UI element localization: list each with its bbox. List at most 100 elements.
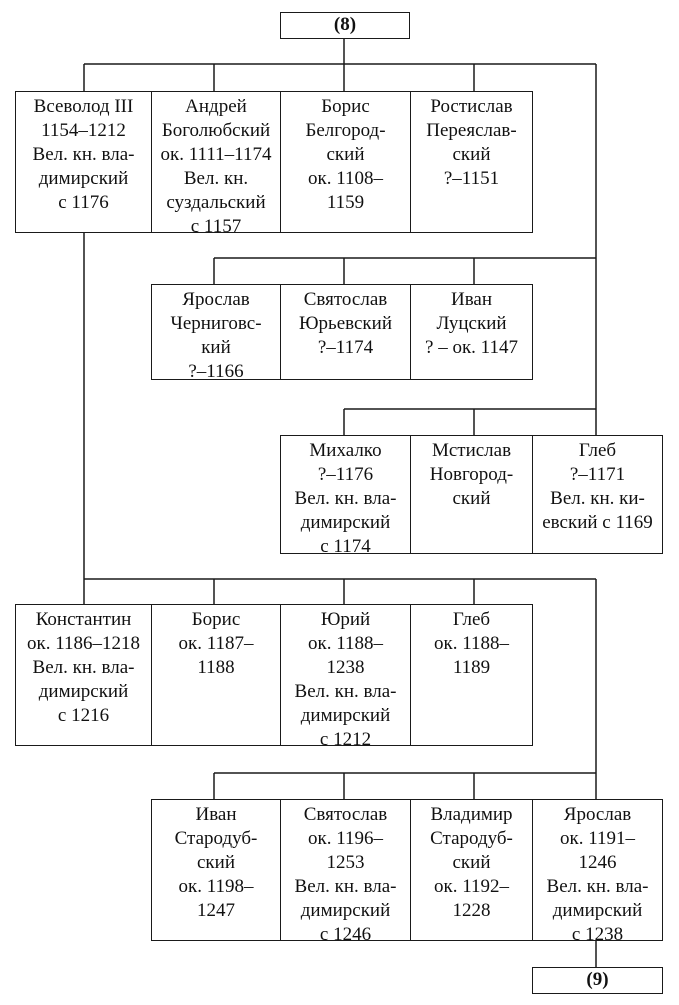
title-cont: димирский [300, 512, 391, 533]
title-cont: димирский [38, 681, 129, 702]
person-vladimir-starodubsky: Владимир Стародуб- ский ок. 1192– 1228 [410, 799, 533, 941]
title-cont: суздальский [166, 192, 266, 213]
name-cont: ский [452, 852, 491, 873]
person-ivan-starodubsky: Иван Стародуб- ский ок. 1198– 1247 [151, 799, 281, 941]
top-reference-label: (8) [333, 14, 357, 35]
title: Вел. кн. вла- [32, 144, 135, 165]
years: ок. 1198– [178, 876, 254, 897]
person-vsevolod: Всеволод III 1154–1212 Вел. кн. вла- дим… [15, 91, 152, 233]
name-cont: Стародуб- [174, 828, 258, 849]
title: Вел. кн. вла- [294, 876, 397, 897]
reign: с 1238 [571, 924, 624, 945]
reign: с 1174 [320, 536, 371, 557]
name-cont: Белгород- [305, 120, 386, 141]
name: Глеб [452, 609, 491, 630]
years: 1154–1212 [41, 120, 126, 141]
years: ? – ок. 1147 [425, 337, 518, 358]
title-cont: димирский [300, 705, 391, 726]
name: Владимир [430, 804, 513, 825]
title: Вел. кн. [183, 168, 249, 189]
name-cont: ский [452, 144, 491, 165]
top-reference-box: (8) [280, 12, 410, 39]
name: Константин [35, 609, 132, 630]
name: Борис [191, 609, 241, 630]
person-yaroslav-chernigovsky: Ярослав Черниговс- кий ?–1166 [151, 284, 281, 382]
name-cont: ский [326, 144, 365, 165]
reign: с 1246 [319, 924, 372, 945]
title: Вел. кн. вла- [32, 657, 135, 678]
person-boris-belgorodsky: Борис Белгород- ский ок. 1108– 1159 [280, 91, 411, 233]
name: Ростислав [430, 96, 513, 117]
years-cont: 1189 [452, 657, 491, 678]
name: Борис [321, 96, 370, 117]
name: Юрий [320, 609, 371, 630]
years-cont: 1188 [197, 657, 235, 678]
title: Вел. кн. вла- [294, 681, 397, 702]
title-cont: евский с 1169 [542, 512, 653, 533]
years-cont: 1238 [326, 657, 365, 678]
name: Всеволод III [33, 96, 134, 117]
name-cont: Стародуб- [430, 828, 513, 849]
years: ?–1151 [443, 168, 500, 189]
person-ivan-lutsky: Иван Луцский ? – ок. 1147 [410, 284, 533, 380]
name-cont: Переяслав- [426, 120, 517, 141]
name: Святослав [303, 289, 388, 310]
years-cont: 1159 [326, 192, 365, 213]
years-cont: 1247 [197, 900, 235, 921]
person-mstislav: Мстислав Новгород- ский [410, 435, 533, 554]
person-mikhalko: Михалко ?–1176 Вел. кн. вла- димирский с… [280, 435, 411, 557]
reign: с 1216 [57, 705, 110, 726]
years: ок. 1196– [307, 828, 384, 849]
years-cont: 1246 [578, 852, 617, 873]
years: ок. 1186–1218 [26, 633, 141, 654]
name-cont: ский [452, 488, 491, 509]
years-cont: 1228 [452, 900, 491, 921]
name-cont: Новгород- [429, 464, 514, 485]
name: Иван [195, 804, 237, 825]
years: ок. 1187– [178, 633, 254, 654]
name-cont: Черниговс- [170, 313, 262, 334]
bottom-reference-label: (9) [586, 969, 609, 990]
name-cont: Юрьевский [299, 313, 392, 334]
name: Святослав [303, 804, 388, 825]
title: Вел. кн. вла- [546, 876, 649, 897]
years: ?–1176 [317, 464, 374, 485]
person-svyatoslav-2: Святослав ок. 1196– 1253 Вел. кн. вла- д… [280, 799, 411, 945]
reign: с 1157 [190, 216, 242, 237]
title-cont: димирский [300, 900, 391, 921]
person-gleb-2: Глеб ок. 1188– 1189 [410, 604, 533, 746]
years: ок. 1188– [433, 633, 510, 654]
person-boris-2: Борис ок. 1187– 1188 [151, 604, 281, 746]
title-cont: димирский [552, 900, 643, 921]
years-cont: 1253 [326, 852, 365, 873]
person-andrey: Андрей Боголюбский ок. 1111–1174 Вел. кн… [151, 91, 281, 237]
name-cont: ский [197, 852, 235, 873]
name: Андрей [185, 96, 247, 117]
person-yaroslav-2: Ярослав ок. 1191– 1246 Вел. кн. вла- дим… [532, 799, 663, 945]
name: Иван [450, 289, 493, 310]
name: Мстислав [431, 440, 512, 461]
years: ?–1166 [188, 361, 244, 382]
title: Вел. кн. вла- [294, 488, 397, 509]
person-rostislav: Ростислав Переяслав- ский ?–1151 [410, 91, 533, 233]
bottom-reference-box: (9) [532, 967, 663, 994]
years: ?–1171 [569, 464, 626, 485]
name: Ярослав [563, 804, 632, 825]
person-gleb-kievsky: Глеб ?–1171 Вел. кн. ки- евский с 1169 [532, 435, 663, 554]
years: ок. 1111–1174 [160, 144, 272, 165]
name: Глеб [578, 440, 617, 461]
title-cont: димирский [38, 168, 129, 189]
years: ок. 1191– [559, 828, 636, 849]
reign: с 1212 [319, 729, 372, 750]
name: Михалко [309, 440, 382, 461]
reign: с 1176 [58, 192, 109, 213]
years: ок. 1108– [307, 168, 384, 189]
person-konstantin: Константин ок. 1186–1218 Вел. кн. вла- д… [15, 604, 152, 746]
title: Вел. кн. ки- [550, 488, 645, 509]
name-cont: Луцский [436, 313, 507, 334]
years: ?–1174 [317, 337, 374, 358]
years: ок. 1188– [307, 633, 384, 654]
person-svyatoslav-yurievsky: Святослав Юрьевский ?–1174 [280, 284, 411, 380]
